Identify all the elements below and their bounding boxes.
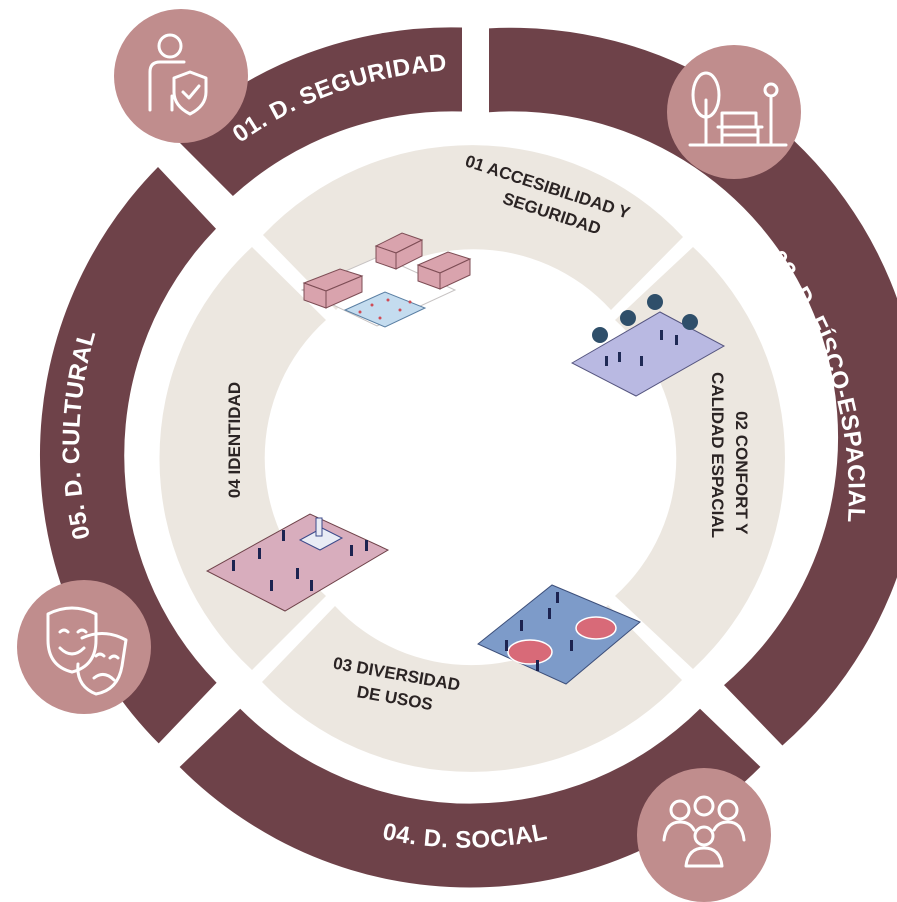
illustration-accesibilidad (300, 232, 472, 328)
illustration-confort (570, 294, 726, 397)
inner-label-confort: 02 CONFORT Y CALIDAD ESPACIAL (708, 372, 751, 539)
theater-masks-icon (46, 606, 128, 696)
icon-badge-social[interactable] (637, 768, 771, 902)
outer-segment-fisico-espacial[interactable] (489, 27, 897, 746)
inner-label-identidad: 04 IDENTIDAD (225, 382, 244, 498)
illustration-identidad (205, 513, 390, 612)
outer-segment-social[interactable] (179, 708, 761, 888)
inner-segment-confort[interactable] (615, 247, 785, 669)
person-shield-icon (148, 33, 208, 116)
outer-segment-seguridad[interactable] (173, 27, 462, 197)
inner-ring (159, 145, 785, 772)
icon-badge-cultural[interactable] (17, 580, 151, 714)
tree-bench-lamp-icon (688, 71, 788, 147)
illustration-diversidad (477, 584, 641, 685)
group-people-icon (662, 795, 746, 868)
icon-badge-seguridad[interactable] (114, 9, 248, 143)
icon-badge-fisico-espacial[interactable] (667, 45, 801, 179)
